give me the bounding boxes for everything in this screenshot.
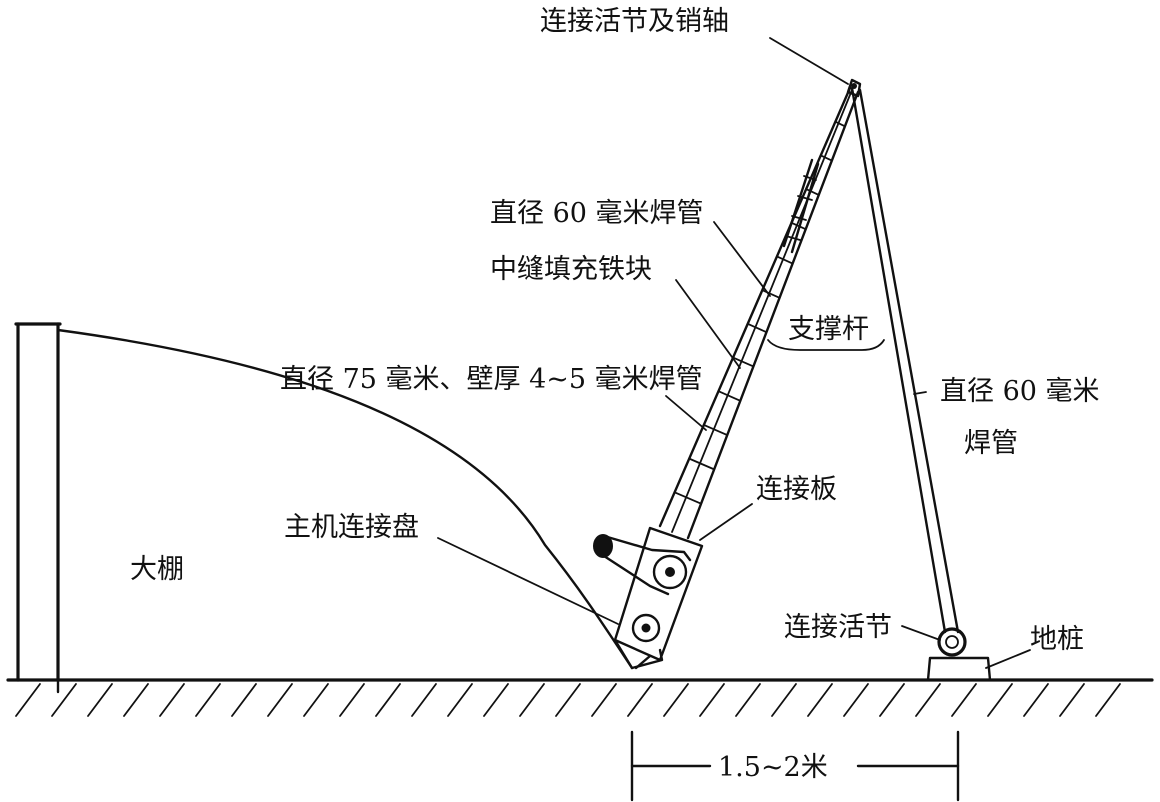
hatch-stroke [555,683,581,717]
filler-block-rung [732,356,755,368]
hatch-stroke [699,683,725,717]
main-pipe-75mm [658,86,860,540]
hatch-stroke [267,683,293,717]
filler-block-rung [717,390,742,402]
hatch-stroke [231,683,257,717]
label-connector-pin: 连接活节及销轴 [540,6,729,37]
ground-hatching [15,683,1121,717]
hatch-stroke [663,683,689,717]
hatch-stroke [1095,683,1121,717]
hatch-stroke [807,683,833,717]
host-disc-end [593,534,613,558]
hatch-stroke [411,683,437,717]
label-support-rod: 支撑杆 [788,314,869,345]
hatch-stroke [339,683,365,717]
hatch-stroke [735,683,761,717]
pivot-bolt-upper [652,554,688,590]
hatch-stroke [51,683,77,717]
hatch-stroke [1023,683,1049,717]
hatch-stroke [15,683,41,717]
label-pipe-60-right-line2: 焊管 [964,428,1018,459]
filler-block-rung [688,457,716,471]
filler-block-rung [702,424,729,436]
filler-block-rung [819,154,833,162]
label-joint: 连接活节 [784,612,892,643]
ground-pile-block [926,656,992,682]
label-host-disc: 主机连接盘 [284,512,419,543]
upper-pipe-60mm [782,158,820,254]
label-pipe-75: 直径 75 毫米、壁厚 4~5 毫米焊管 [280,364,703,395]
label-pipe-60-upper: 直径 60 毫米焊管 [490,198,704,229]
hatch-stroke [123,683,149,717]
top-pin-joint [846,78,862,98]
filler-block-rung [673,491,702,505]
pivot-bolt-lower [631,613,661,643]
hatch-stroke [951,683,977,717]
label-connecting-plate: 连接板 [756,474,837,505]
hatch-stroke [771,683,797,717]
hatch-stroke [159,683,185,717]
filler-block-rung [746,322,768,334]
dimension-marker [630,730,960,802]
hatch-stroke [519,683,545,717]
filler-block-rung [776,255,794,265]
hatch-stroke [303,683,329,717]
hatch-stroke [195,683,221,717]
label-iron-filler: 中缝填充铁块 [490,254,652,285]
filler-block-rung [834,120,846,128]
ground [6,678,1154,717]
hatch-stroke [591,683,617,717]
greenhouse-roof-curve [56,328,634,670]
hatch-stroke [1059,683,1085,717]
leader-lines [437,37,1031,669]
label-distance: 1.5~2米 [718,752,828,783]
hatch-stroke [627,683,653,717]
hatch-stroke [915,683,941,717]
label-ground-pile: 地桩 [1030,624,1084,655]
hatch-stroke [879,683,905,717]
hatch-stroke [987,683,1013,717]
label-pipe-60-right-line1: 直径 60 毫米 [940,376,1100,407]
label-greenhouse: 大棚 [130,554,184,585]
hatch-stroke [375,683,401,717]
support-pipe-60mm [850,86,960,634]
hatch-stroke [447,683,473,717]
greenhouse-post [14,322,62,694]
hatch-stroke [87,683,113,717]
filler-block-rung [805,188,820,196]
bottom-joint [926,627,992,682]
connecting-plate-assembly [593,526,704,670]
filler-block-rung [761,289,781,299]
hatch-stroke [483,683,509,717]
hatch-stroke [843,683,869,717]
